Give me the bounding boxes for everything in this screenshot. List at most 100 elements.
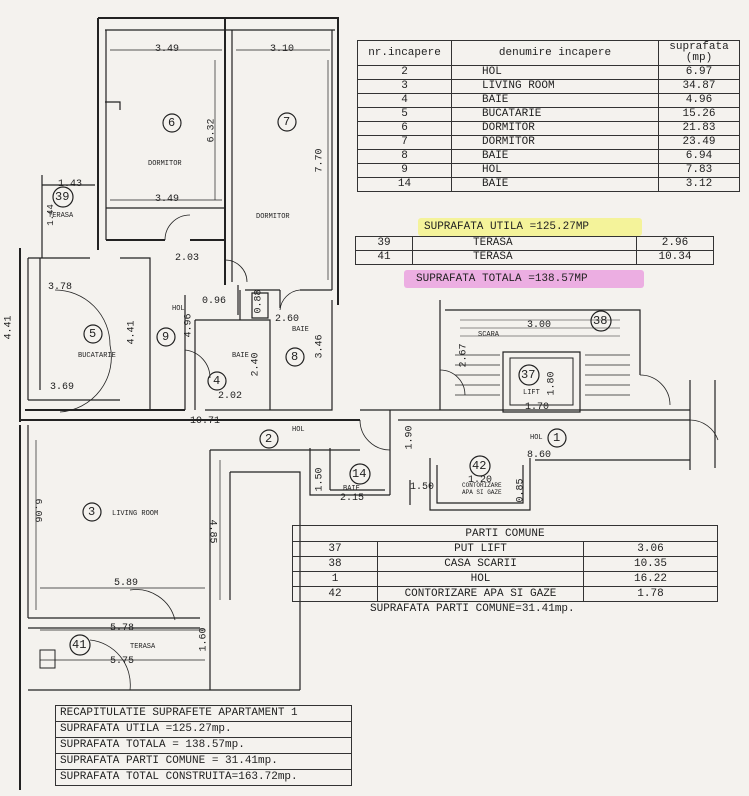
dim-5-75: 5.75 — [110, 656, 135, 667]
table-cell: 37 — [292, 541, 378, 557]
room-number-9: 9 — [162, 330, 170, 344]
dim-3-78: 3.78 — [48, 282, 73, 293]
table-cell: 4 — [357, 93, 452, 108]
dim-4-85: 4.85 — [206, 519, 218, 544]
table-cell: BAIE — [451, 149, 659, 164]
summary-cell: SUPRAFATA TOTALA = 138.57mp. — [55, 737, 352, 754]
table-cell: TERASA — [412, 250, 637, 265]
label-baie-14: BAIE — [343, 485, 360, 493]
table-cell: 3.06 — [583, 541, 718, 557]
table-cell: CONTORIZARE APA SI GAZE — [377, 586, 584, 602]
table-cell: HOL — [451, 65, 659, 80]
dim-2-15: 2.15 — [340, 493, 365, 504]
table-cell: CASA SCARII — [377, 556, 584, 572]
table-cell: 16.22 — [583, 571, 718, 587]
total-area-label: SUPRAFATA TOTALA =138.57MP — [416, 273, 588, 285]
label-hol-9: HOL — [172, 305, 185, 313]
total-area-highlight — [404, 270, 644, 288]
table-cell: 3.12 — [658, 177, 740, 192]
table-cell: HOL — [377, 571, 584, 587]
summary-row: SUPRAFATA TOTALA = 138.57mp. — [55, 737, 352, 754]
label-baie-8: BAIE — [292, 326, 309, 334]
dim-5-78: 5.78 — [110, 623, 135, 634]
table-cell: BAIE — [451, 177, 659, 192]
label-dormitor-6: DORMITOR — [148, 160, 182, 168]
summary-cell: SUPRAFATA PARTI COMUNE = 31.41mp. — [55, 753, 352, 770]
dim-1-20: 1.20 — [468, 475, 493, 486]
common-parts-total: SUPRAFATA PARTI COMUNE=31.41mp. — [370, 603, 575, 615]
table-cell: HOL — [451, 163, 659, 178]
table-cell: 7.83 — [658, 163, 740, 178]
label-bucatarie: BUCATARIE — [78, 352, 116, 360]
dim-1-50-left: 1.50 — [314, 467, 326, 492]
room-number-42: 42 — [472, 459, 487, 473]
room-number-41: 41 — [72, 638, 87, 652]
table-cell: 2.96 — [636, 236, 714, 251]
useful-area-highlight — [418, 218, 642, 236]
summary-cell: SUPRAFATA TOTAL CONSTRUITA=163.72mp. — [55, 769, 352, 786]
table-cell: LIVING ROOM — [451, 79, 659, 94]
column-header-area: suprafata (mp) — [658, 40, 740, 66]
table-cell: BAIE — [451, 93, 659, 108]
table-cell: 6.94 — [658, 149, 740, 164]
table-cell: 1 — [292, 571, 378, 587]
dim-0-88: 0.88 — [253, 289, 265, 314]
rooms-area-table: nr.incapere denumire incapere suprafata … — [357, 40, 740, 192]
room-number-6: 6 — [168, 116, 176, 130]
dim-2-03: 2.03 — [175, 253, 200, 264]
dim-3-10: 3.10 — [270, 44, 295, 55]
label-terasa-41: TERASA — [130, 643, 156, 651]
room-number-4: 4 — [213, 374, 221, 388]
room-number-39: 39 — [55, 190, 70, 204]
room-number-14: 14 — [352, 467, 367, 481]
label-scara: SCARA — [478, 331, 500, 339]
label-terasa-39: TERASA — [48, 212, 74, 220]
table-cell: 6.97 — [658, 65, 740, 80]
summary-row: SUPRAFATA PARTI COMUNE = 31.41mp. — [55, 753, 352, 770]
summary-title-row: RECAPITULATIE SUPRAFETE APARTAMENT 1 — [55, 705, 352, 722]
table-cell: TERASA — [412, 236, 637, 251]
summary-row: SUPRAFATA TOTAL CONSTRUITA=163.72mp. — [55, 769, 352, 786]
summary-cell: SUPRAFATA UTILA =125.27mp. — [55, 721, 352, 738]
table-cell: 23.49 — [658, 135, 740, 150]
dim-7-70: 7.70 — [314, 148, 326, 173]
table-cell: 1.78 — [583, 586, 718, 602]
dim-5-89: 5.89 — [114, 578, 139, 589]
label-lift: LIFT — [523, 389, 540, 397]
summary-row: SUPRAFATA UTILA =125.27mp. — [55, 721, 352, 738]
table-cell: 15.26 — [658, 107, 740, 122]
table-cell: 42 — [292, 586, 378, 602]
table-cell: 21.83 — [658, 121, 740, 136]
dim-8-60: 8.60 — [527, 450, 552, 461]
table-cell: 8 — [357, 149, 452, 164]
table-cell: BUCATARIE — [451, 107, 659, 122]
dim-3-46: 3.46 — [314, 334, 326, 359]
room-number-8: 8 — [291, 350, 299, 364]
dim-1-44: 1.44 — [45, 204, 56, 226]
dim-4-41-left: 4.41 — [3, 315, 15, 340]
dim-6-32: 6.32 — [206, 118, 218, 143]
label-living-room: LIVING ROOM — [112, 510, 159, 518]
table-cell: DORMITOR — [451, 135, 659, 150]
label-contorizare: CONTORIZARE APA SI GAZE — [462, 482, 502, 496]
table-cell: DORMITOR — [451, 121, 659, 136]
dim-1-60: 1.60 — [198, 627, 210, 652]
table-cell: 41 — [355, 250, 413, 265]
dim-1-80: 1.80 — [546, 371, 558, 396]
label-dormitor-7: DORMITOR — [256, 213, 290, 221]
table-cell: 10.34 — [636, 250, 714, 265]
table-cell: 5 — [357, 107, 452, 122]
room-number-3: 3 — [88, 505, 96, 519]
room-number-7: 7 — [283, 115, 291, 129]
dim-1-50-right: 1.50 — [410, 482, 435, 493]
